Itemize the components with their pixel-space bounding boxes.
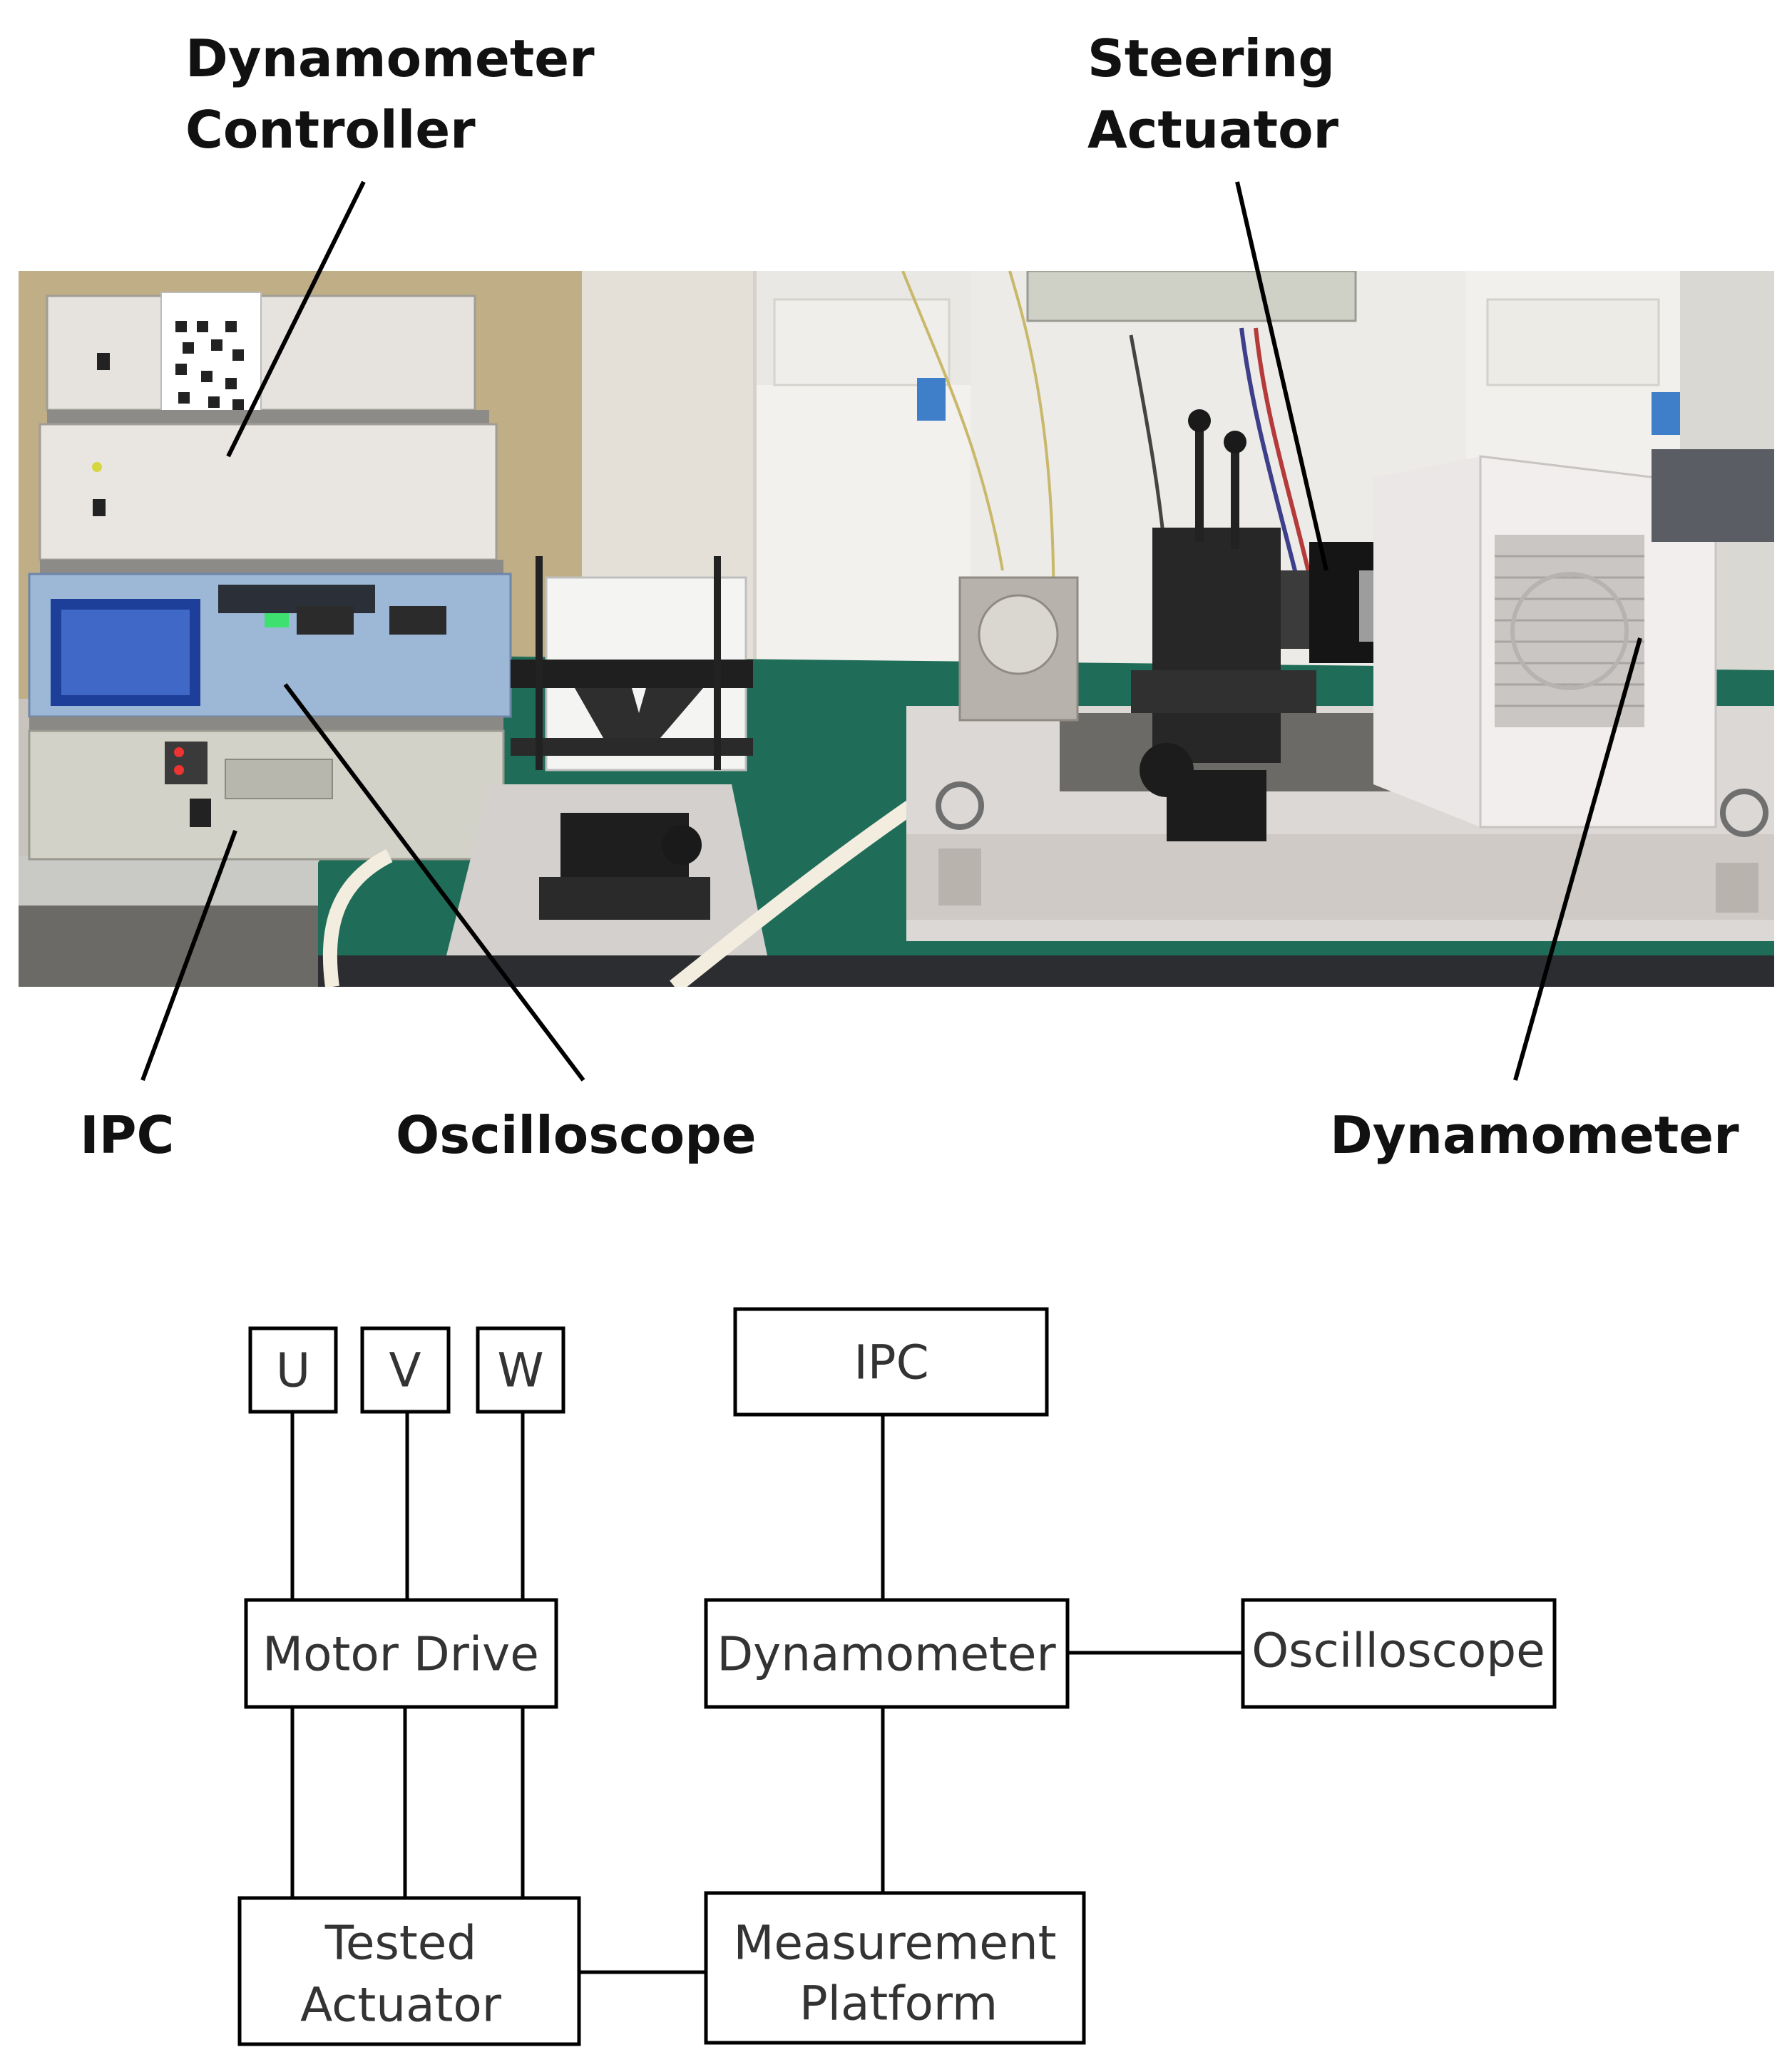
phase-w-label: W	[497, 1343, 543, 1398]
callout-text: IPC	[80, 1105, 175, 1165]
tested-actuator-box: Tested Actuator	[237, 1896, 581, 2046]
phase-v-label: V	[389, 1343, 421, 1398]
callout-text: Oscilloscope	[396, 1105, 757, 1165]
test-bench-photo	[19, 271, 1774, 987]
callout-line: Steering	[1087, 29, 1335, 88]
measurement-platform-label-line2: Platform	[799, 1976, 998, 2031]
oscilloscope-box: Oscilloscope	[1241, 1598, 1557, 1709]
dynamometer-box: Dynamometer	[704, 1598, 1070, 1709]
motor-drive-box: Motor Drive	[244, 1598, 558, 1709]
callout-text: Dynamometer	[1330, 1105, 1739, 1165]
connection-block-diagram: U V W IPC Motor Drive Dynamometer Oscill…	[237, 1307, 1557, 2046]
phase-w-box: W	[476, 1326, 565, 1414]
callout-line: Dynamometer	[185, 29, 595, 88]
oscilloscope-label: Oscilloscope	[1251, 1624, 1545, 1678]
phase-u-box: U	[248, 1326, 338, 1414]
callout-dynamometer-controller: Dynamometer Controller	[185, 23, 595, 165]
dynamometer-label: Dynamometer	[717, 1627, 1056, 1682]
callout-line: Controller	[185, 100, 476, 160]
ipc-label: IPC	[854, 1335, 928, 1390]
tested-actuator-label-line2: Actuator	[300, 1978, 502, 2033]
ipc-box: IPC	[733, 1307, 1049, 1417]
callout-ipc: IPC	[80, 1099, 174, 1171]
measurement-platform-box: Measurement Platform	[704, 1891, 1086, 2045]
callout-steering-actuator: Steering Actuator	[1087, 23, 1338, 165]
measurement-platform-label-line1: Measurement	[733, 1916, 1056, 1971]
callout-oscilloscope: Oscilloscope	[396, 1099, 757, 1171]
phase-v-box: V	[360, 1326, 451, 1414]
callout-dynamometer: Dynamometer	[1330, 1099, 1739, 1171]
phase-u-label: U	[276, 1343, 310, 1398]
callout-line: Actuator	[1087, 100, 1339, 160]
tested-actuator-label-line1: Tested	[324, 1916, 476, 1971]
motor-drive-label: Motor Drive	[262, 1627, 539, 1682]
